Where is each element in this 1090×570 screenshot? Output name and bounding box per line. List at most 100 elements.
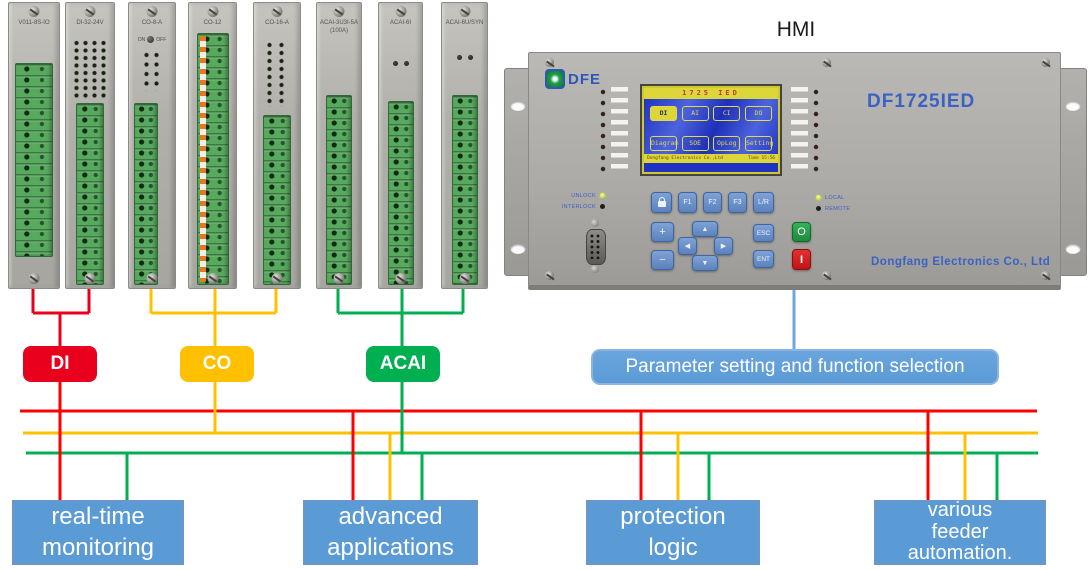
- on-off-toggle[interactable]: ON OFF: [129, 36, 175, 43]
- red-drops: [58, 382, 930, 500]
- module-co-16-a: CO-16-A: [253, 2, 301, 289]
- screw-icon: [545, 271, 554, 280]
- screen-menu-row1: DI AI CI DO: [644, 106, 778, 121]
- tag-di-label: DI: [50, 353, 70, 374]
- hmi-device: DFE 1725 IED DI AI CI DO Diagram: [504, 52, 1087, 290]
- screw-icon: [28, 6, 40, 17]
- mounting-ear-right: [1059, 68, 1087, 276]
- screen-button-ci[interactable]: CI: [713, 106, 741, 121]
- screen-footer-right: Time 15:56: [747, 156, 775, 161]
- key-minus[interactable]: −: [651, 250, 674, 270]
- module-label: DI-32-24V: [76, 20, 104, 26]
- key-f3[interactable]: F3: [728, 192, 747, 213]
- function-box-label: real-time monitoring: [41, 502, 155, 561]
- screen-button-soe[interactable]: SOE: [681, 136, 709, 151]
- screw-icon: [1041, 271, 1050, 280]
- screw-icon: [395, 273, 406, 284]
- remote-led-icon: [816, 206, 821, 211]
- dfe-logo-icon: [545, 69, 565, 89]
- screw-icon: [591, 265, 599, 273]
- key-esc[interactable]: ESC: [753, 224, 774, 242]
- screw-icon: [333, 6, 345, 17]
- screen-button-oplog[interactable]: OpLog: [713, 136, 741, 151]
- led-column-right: [791, 87, 820, 175]
- screw-icon: [395, 6, 406, 17]
- key-lr[interactable]: L/R: [753, 192, 774, 213]
- screen-menu-row2: Diagram SOE OpLog Setting: [644, 136, 778, 151]
- interlock-row: INTERLOCK: [549, 203, 605, 210]
- terminal-markers: [199, 36, 206, 282]
- key-left[interactable]: ◀: [678, 237, 697, 255]
- tag-co: CO: [180, 346, 254, 382]
- key-open-green[interactable]: O: [792, 222, 811, 242]
- function-box-feeder-automation: various feeder automation.: [874, 500, 1046, 565]
- green-drops: [125, 452, 999, 500]
- hmi-callout-label: Parameter setting and function selection: [625, 356, 965, 377]
- key-close-red[interactable]: I: [792, 249, 811, 270]
- screw-icon: [84, 273, 96, 284]
- module-acai-6i: ACAI-6I: [378, 2, 423, 289]
- key-f2[interactable]: F2: [703, 192, 722, 213]
- key-lock[interactable]: [651, 192, 672, 213]
- toggle-off-label: OFF: [156, 36, 167, 43]
- interlock-label: INTERLOCK: [561, 203, 596, 210]
- hmi-caption: HMI: [776, 18, 816, 41]
- acai-bracket: [336, 287, 465, 347]
- led-grid: [142, 51, 162, 91]
- terminal-block: [326, 95, 352, 285]
- status-leds-right: LOCAL REMOTE: [816, 194, 850, 212]
- module-label: V011-8S-IO: [18, 20, 50, 26]
- tag-di: DI: [23, 346, 97, 382]
- module-label: ACAI-6I: [389, 20, 411, 26]
- tag-co-label: CO: [202, 353, 232, 374]
- key-f1[interactable]: F1: [678, 192, 697, 213]
- module-di-32-24v: DI-32-24V: [65, 2, 115, 289]
- screw-icon: [271, 6, 283, 17]
- terminal-block: [451, 95, 478, 285]
- function-box-advanced-applications: advanced applications: [303, 500, 478, 565]
- key-ent[interactable]: ENT: [753, 250, 774, 268]
- function-box-label: various feeder automation.: [907, 499, 1013, 565]
- remote-row: REMOTE: [816, 205, 850, 212]
- unlock-led-icon: [600, 193, 605, 198]
- screw-icon: [545, 58, 554, 67]
- co-bracket: [149, 287, 278, 347]
- key-plus[interactable]: +: [651, 222, 674, 242]
- screen-statusbar: Dongfang Electronics Co.,Ltd Time 15:56: [644, 154, 778, 163]
- mounting-hole: [1065, 101, 1081, 111]
- unlock-label: UNLOCK: [571, 192, 596, 199]
- toggle-on-label: ON: [137, 36, 146, 43]
- terminal-block: [15, 63, 53, 257]
- function-box-realtime-monitoring: real-time monitoring: [12, 500, 184, 565]
- screen-body: DI AI CI DO Diagram SOE OpLog Setting Do…: [644, 99, 778, 163]
- screen-button-di[interactable]: DI: [650, 106, 677, 121]
- interlock-led-icon: [600, 204, 605, 209]
- mounting-hole: [1065, 244, 1081, 254]
- led-windows: [791, 87, 808, 175]
- di-bracket: [31, 287, 91, 347]
- key-right[interactable]: ▶: [714, 237, 733, 255]
- module-label: CO-16-A: [265, 20, 289, 26]
- screen-button-setting[interactable]: Setting: [744, 136, 773, 151]
- led-grid: [265, 41, 289, 107]
- screen-button-ai[interactable]: AI: [681, 106, 709, 121]
- screen-title: 1725 IED: [644, 88, 778, 99]
- key-up[interactable]: ▲: [692, 221, 718, 237]
- led-dots: [599, 87, 607, 175]
- hmi-touchscreen[interactable]: 1725 IED DI AI CI DO Diagram SOE OpLog S…: [642, 86, 780, 174]
- tag-acai-label: ACAI: [379, 353, 427, 374]
- module-sublabel: (100A): [329, 28, 348, 34]
- screw-icon: [822, 271, 831, 280]
- module-co-8-a: CO-8-A ON OFF: [128, 2, 176, 289]
- mounting-hole: [510, 101, 526, 111]
- screw-icon: [84, 6, 96, 17]
- screen-button-diagram[interactable]: Diagram: [650, 136, 678, 151]
- mounting-hole: [510, 244, 526, 254]
- screen-button-do[interactable]: DO: [744, 106, 772, 121]
- terminal-block: [196, 33, 229, 285]
- function-box-label: advanced applications: [327, 502, 454, 561]
- key-down[interactable]: ▼: [692, 255, 718, 271]
- local-led-icon: [816, 195, 821, 200]
- screen-footer-left: Dongfang Electronics Co.,Ltd: [647, 156, 723, 161]
- serial-port-db9[interactable]: [584, 219, 606, 273]
